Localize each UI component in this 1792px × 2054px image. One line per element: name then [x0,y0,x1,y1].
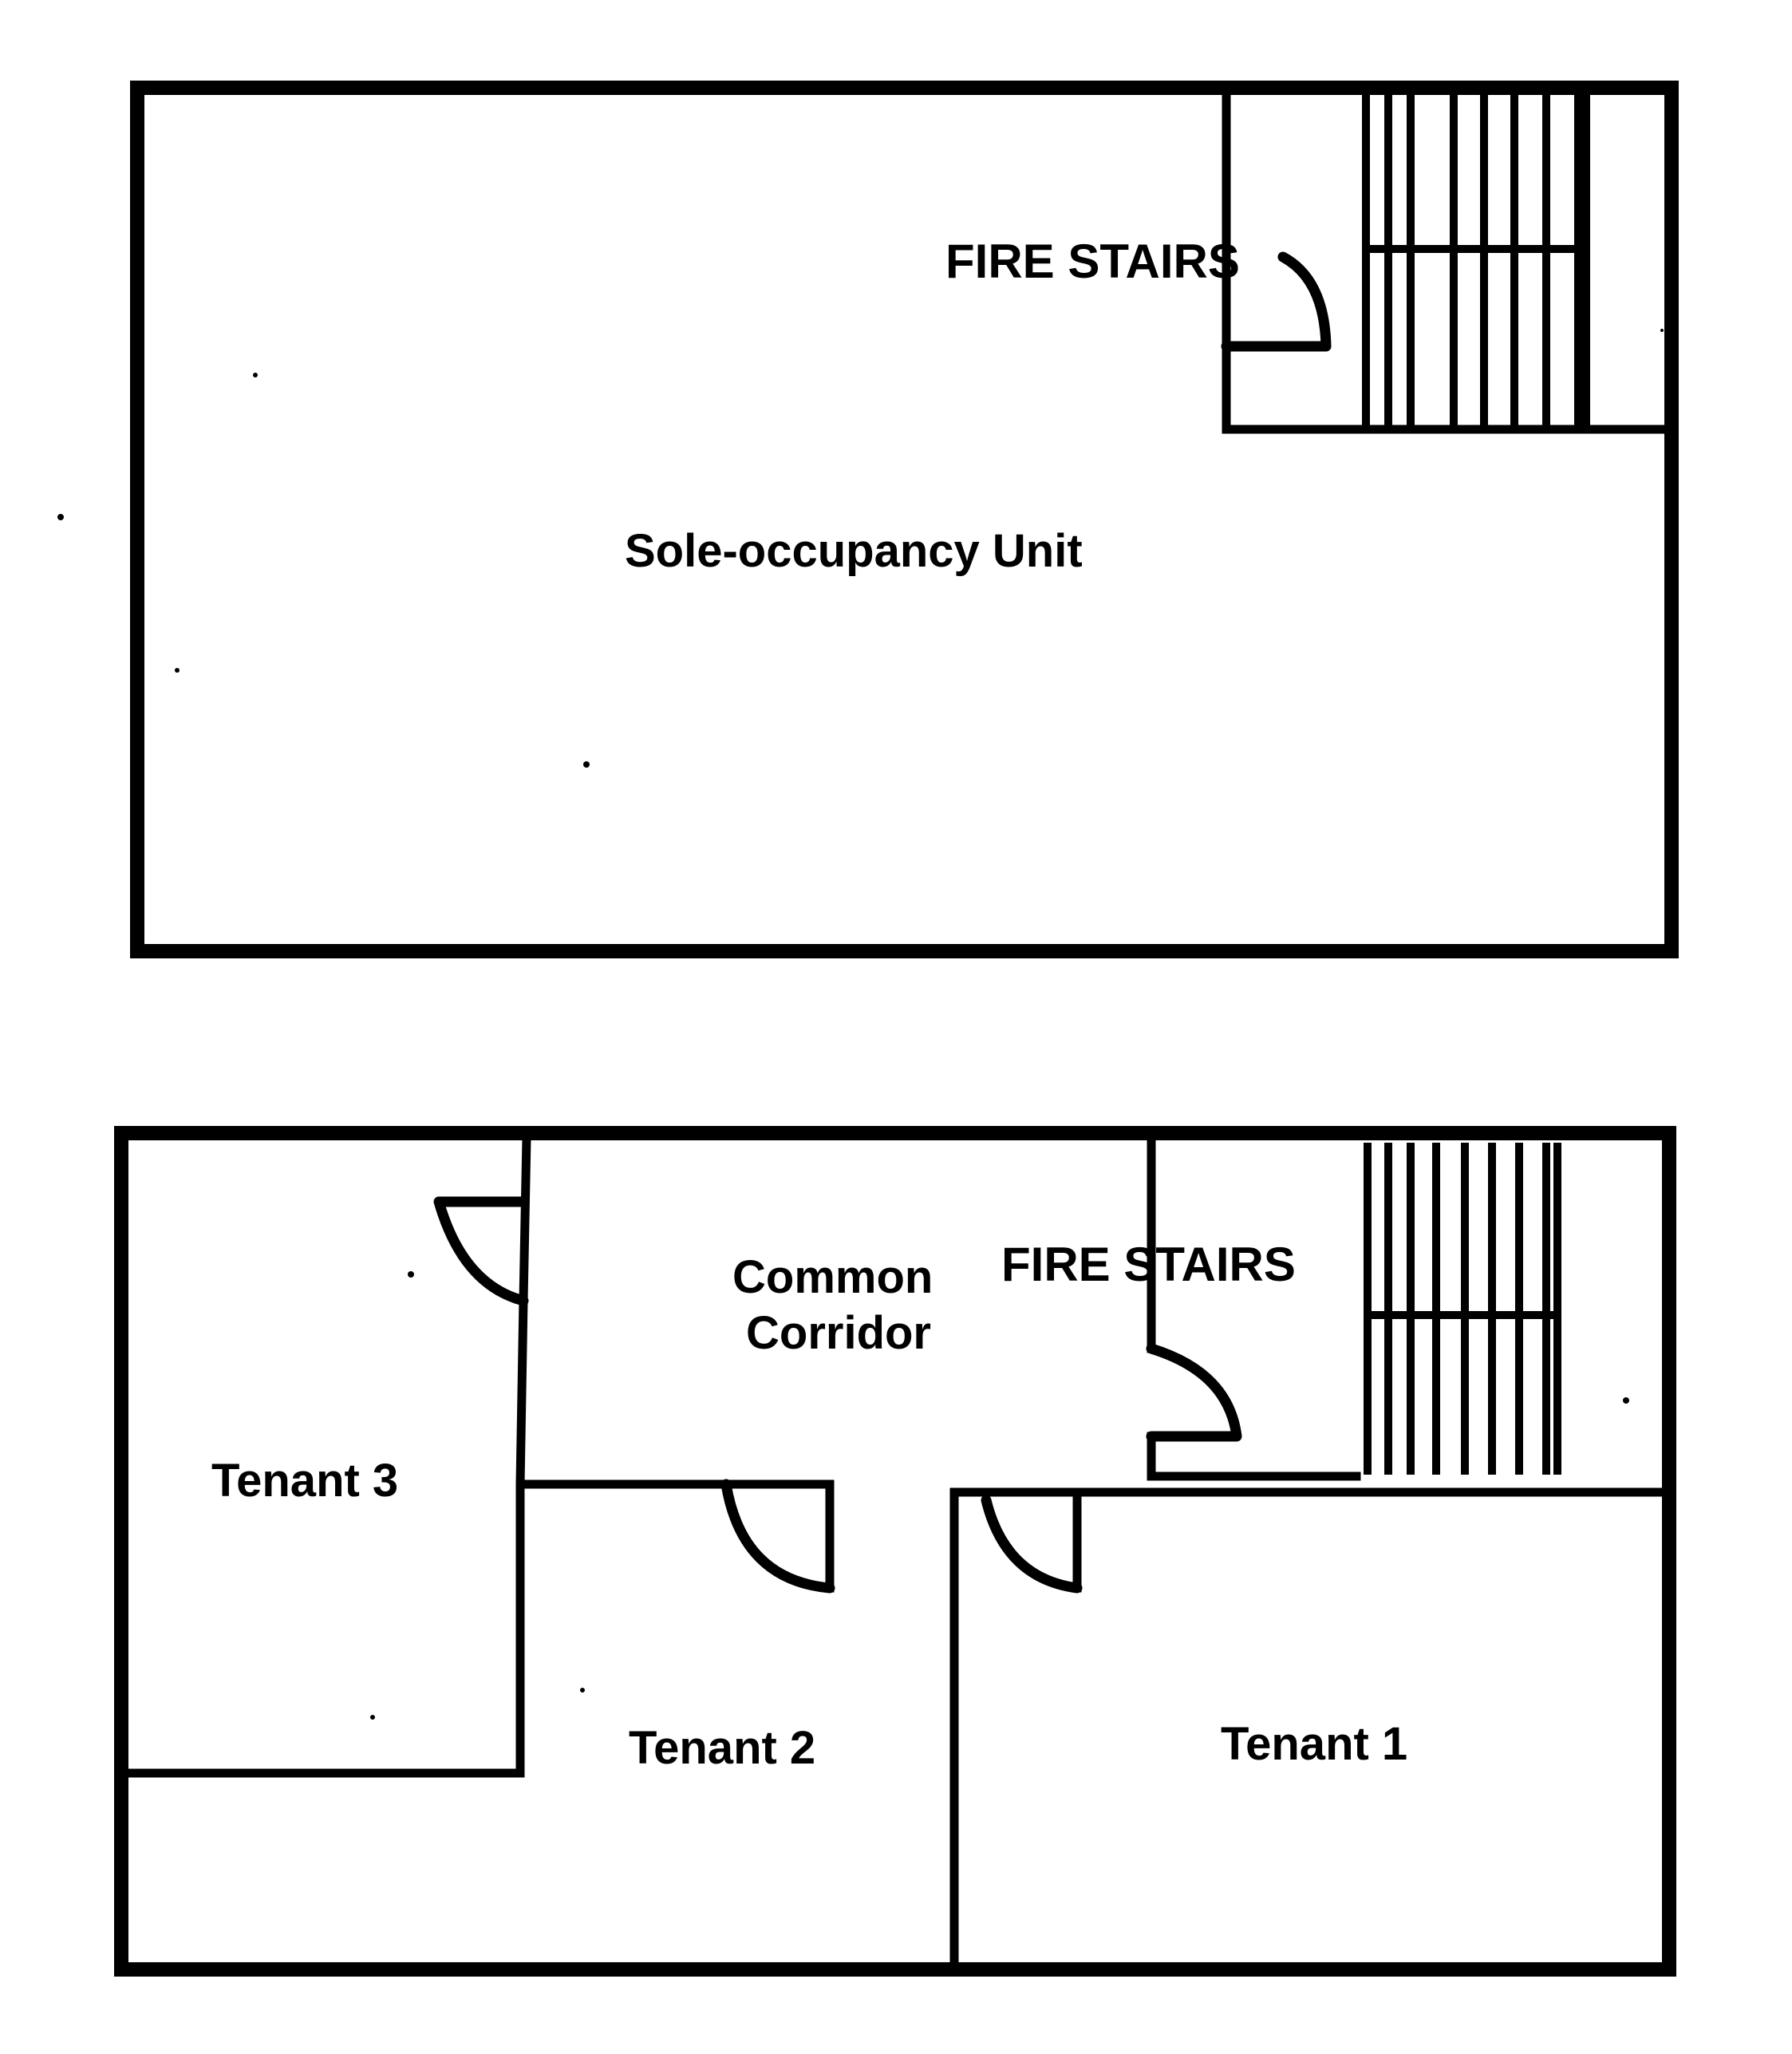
bottom-fire-stairs-label: FIRE STAIRS [1001,1238,1296,1291]
scan-speck [57,514,64,520]
common-corridor-label-line2: Corridor [746,1307,931,1359]
top-floor-outer-wall [130,81,1679,958]
scan-speck [175,668,180,673]
common-corridor-label-line1: Common [732,1251,933,1303]
scan-speck [370,1715,375,1720]
top-stair-door-swing [1221,251,1332,352]
tenant1-label: Tenant 1 [1221,1718,1407,1770]
tenant2-label: Tenant 2 [629,1722,815,1774]
bottom-floor-outer-wall [114,1126,1676,1977]
top-stair-enclosure-wall [1222,83,1676,434]
tenant1-door-swing [981,1495,1083,1594]
bottom-stair-treads [1364,1143,1561,1475]
top-stair-treads [1362,92,1590,426]
scan-speck [1660,329,1664,332]
top-fire-stairs-label: FIRE STAIRS [945,235,1240,288]
tenant3-door-swing [433,1196,529,1306]
tenant2-door-swing [720,1479,835,1594]
scan-speck [583,761,590,768]
scan-speck [1623,1397,1629,1404]
tenant3-label: Tenant 3 [211,1455,398,1507]
top-sole-occupancy-label: Sole-occupancy Unit [625,525,1083,577]
top-floor-plan: FIRE STAIRS Sole-occupancy Unit [130,81,1679,958]
corridor-east-wall [949,1487,1082,1593]
scan-specks [57,329,1664,1720]
scan-speck [580,1688,585,1693]
corridor-south-wall [519,1479,835,1593]
bottom-floor-plan: Common Corridor FIRE STAIRS Tenant 3 Ten… [114,1126,1676,1977]
stair-door-swing [1146,1343,1242,1442]
bottom-stair-enclosure-base [1147,1432,1361,1481]
scan-speck [408,1271,414,1278]
scan-speck [253,373,258,377]
